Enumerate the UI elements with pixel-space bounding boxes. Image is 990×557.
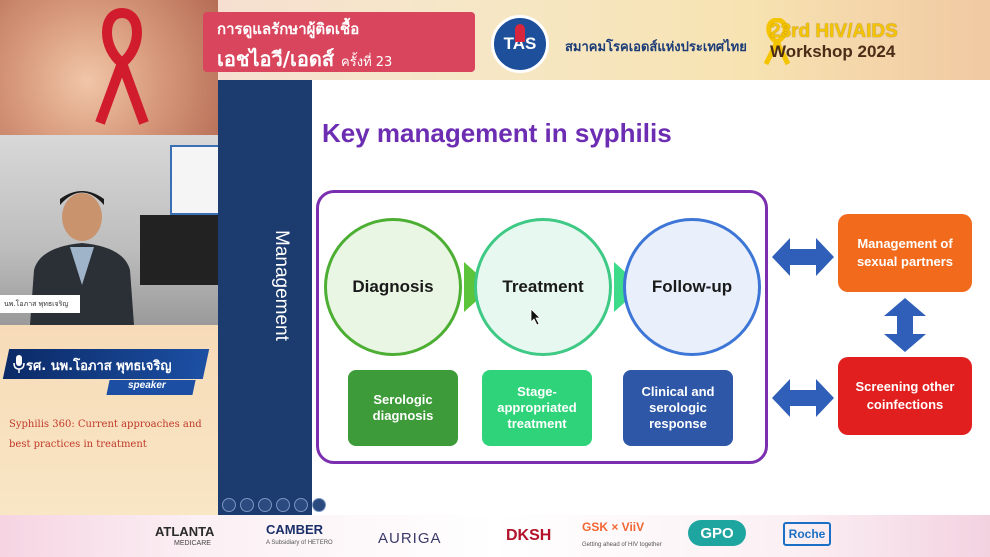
box-label: Stage-appropriated treatment (497, 384, 577, 431)
sponsor-bar (0, 515, 990, 557)
camber-logo-sub: A Subsidiary of HETERO (266, 540, 333, 546)
speaker-info-panel: รศ. นพ.โอภาส พุทธเจริญ speaker Syphilis … (0, 325, 218, 515)
podium-monitor (140, 215, 218, 285)
camber-logo: CAMBER (266, 522, 324, 537)
workshop-line2: Workshop 2024 (770, 42, 896, 61)
coinfections-box: Screening other coinfections (838, 357, 972, 435)
gsk-viiv-logo: GSK × ViiV (582, 520, 645, 534)
stage-treatment-box: Stage-appropriated treatment (482, 370, 592, 446)
event-title-suffix: ครั้งที่ 23 (341, 55, 393, 70)
atlanta-logo: ATLANTA (155, 524, 215, 539)
gpo-logo: GPO (688, 520, 746, 546)
pen-tool-button[interactable] (258, 498, 272, 512)
hands-ribbon-photo (0, 0, 218, 135)
speaker-role: speaker (128, 380, 166, 391)
diagnosis-circle: Diagnosis (324, 218, 462, 356)
speaker-name: รศ. นพ.โอภาส พุทธเจริญ (26, 359, 172, 374)
speaker-nameplate: นพ.โอภาส พุทธเจริญ (0, 295, 80, 313)
treatment-circle: Treatment (474, 218, 612, 356)
workshop-logo: 23rd HIV/AIDS Workshop 2024 (770, 22, 898, 60)
slide-side-bar: Management (218, 80, 312, 515)
auriga-logo: AURIGA (378, 530, 442, 547)
event-title-main: เอชไอวี/เอดส์ (217, 47, 335, 71)
sexual-partners-box: Management of sexual partners (838, 214, 972, 292)
clinical-response-box: Clinical and serologic response (623, 370, 733, 446)
yellow-ribbon-icon (763, 18, 791, 66)
more-options-button[interactable] (312, 498, 326, 512)
tas-logo-text: TAS (503, 34, 537, 53)
event-title-line1: การดูแลรักษาผู้ติดเชื้อ (217, 20, 360, 38)
presentation-slide: Management Key management in syphilis Di… (218, 80, 990, 515)
process-frame (316, 190, 768, 464)
slides-view-button[interactable] (276, 498, 290, 512)
dksh-logo: DKSH (506, 527, 552, 544)
slide-title: Key management in syphilis (322, 118, 672, 148)
diagnosis-label: Diagnosis (352, 277, 434, 296)
box-label: Management of sexual partners (856, 236, 954, 269)
slide-toolbar (222, 498, 326, 512)
tas-logo: TAS (491, 15, 549, 73)
follow-up-circle: Follow-up (623, 218, 761, 356)
side-label: Management (271, 230, 292, 341)
microphone-icon (13, 355, 25, 373)
talk-title: Syphilis 360: Current approaches and bes… (9, 419, 202, 450)
double-arrow-horizontal-icon (772, 238, 834, 276)
event-title-box: การดูแลรักษาผู้ติดเชื้อ เอชไอวี/เอดส์ คร… (203, 12, 475, 72)
follow-up-label: Follow-up (651, 277, 733, 296)
double-arrow-vertical-icon (884, 298, 926, 352)
box-label: Clinical and serologic response (641, 384, 715, 431)
mouse-cursor-icon (530, 308, 541, 326)
serologic-diagnosis-box: Serologic diagnosis (348, 370, 458, 446)
zoom-button[interactable] (294, 498, 308, 512)
roche-logo: Roche (783, 522, 831, 546)
event-title-line2: เอชไอวี/เอดส์ ครั้งที่ 23 (217, 43, 461, 75)
society-name: สมาคมโรคเอดส์แห่งประเทศไทย (565, 40, 747, 55)
box-label: Screening other coinfections (855, 379, 955, 412)
double-arrow-horizontal-icon (772, 379, 834, 417)
next-slide-button[interactable] (240, 498, 254, 512)
gsk-viiv-tagline: Getting ahead of HIV together (582, 542, 662, 548)
atlanta-logo-sub: MEDICARE (174, 540, 211, 547)
workshop-line1: 23rd HIV/AIDS (770, 21, 898, 42)
speaker-video: นพ.โอภาส พุทธเจริญ (0, 135, 218, 325)
box-label: Serologic diagnosis (372, 392, 434, 423)
previous-slide-button[interactable] (222, 498, 236, 512)
treatment-label: Treatment (502, 277, 584, 296)
red-ribbon-icon (95, 8, 149, 125)
background-sign (170, 145, 218, 215)
